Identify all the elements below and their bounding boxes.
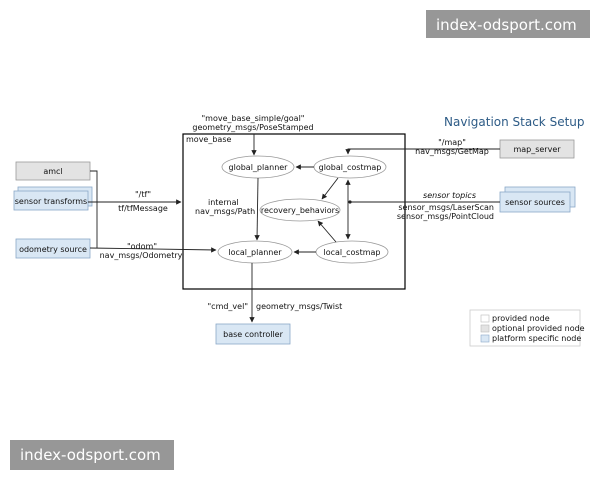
watermark-top: index-odsport.com xyxy=(426,10,590,38)
local-costmap-label: local_costmap xyxy=(323,248,380,257)
map-type-label: nav_msgs/GetMap xyxy=(415,147,489,156)
recovery-behaviors-label: recovery_behaviors xyxy=(261,206,339,215)
internal-label: internal xyxy=(208,198,239,207)
legend-provided-swatch xyxy=(480,314,490,323)
internal-type-label: nav_msgs/Path xyxy=(195,207,255,216)
legend-optional-label: optional provided node xyxy=(492,324,585,333)
amcl-label: amcl xyxy=(43,167,62,176)
legend-platform-swatch xyxy=(480,334,490,343)
tf-topic-label: "/tf" xyxy=(135,190,151,199)
sensor-junction-dot xyxy=(348,200,352,204)
local-planner-node xyxy=(217,240,293,264)
watermark-bottom: index-odsport.com xyxy=(10,440,174,470)
odometry-source-label: odometry source xyxy=(19,245,87,254)
goal-type-label: geometry_msgs/PoseStamped xyxy=(192,123,313,132)
local-planner-label: local_planner xyxy=(228,248,282,257)
cmd-vel-topic-label: "cmd_vel" xyxy=(207,302,248,311)
local-costmap-to-recovery-arrow xyxy=(317,220,337,243)
odom-topic-label: "odom" xyxy=(127,242,157,251)
global-costmap-label: global_costmap xyxy=(319,163,382,172)
tf-type-label: tf/tfMessage xyxy=(118,204,168,213)
legend-provided-label: provided node xyxy=(492,314,550,323)
cmd-vel-type-label: geometry_msgs/Twist xyxy=(256,302,342,311)
map-server-label: map_server xyxy=(513,145,561,154)
sensor-transforms-node xyxy=(13,190,89,211)
diagram-title: Navigation Stack Setup xyxy=(444,115,585,129)
global-planner-label: global_planner xyxy=(229,163,289,172)
amcl-link-line xyxy=(90,170,98,248)
sensor-transforms-label: sensor transforms xyxy=(15,197,87,206)
odometry-source-node xyxy=(15,238,91,259)
sensor-sources-label: sensor sources xyxy=(505,198,565,207)
recovery-behaviors-node xyxy=(259,198,341,222)
odom-type-label: nav_msgs/Odometry xyxy=(100,251,183,260)
costmap-to-recovery-arrow xyxy=(321,177,339,200)
move-base-label: move_base xyxy=(186,135,231,144)
base-controller-label: base controller xyxy=(223,330,283,339)
legend-platform-label: platform specific node xyxy=(492,334,581,343)
global-to-local-planner-arrow xyxy=(254,177,260,241)
legend-optional-swatch xyxy=(480,324,490,333)
goal-topic-label: "move_base_simple/goal" xyxy=(202,114,305,123)
laser-type-label: sensor_msgs/LaserScan xyxy=(398,203,494,212)
cloud-type-label: sensor_msgs/PointCloud xyxy=(397,212,494,221)
map-arrow xyxy=(345,148,500,155)
base-controller-node xyxy=(215,323,291,345)
sensor-topics-label: sensor topics xyxy=(423,191,476,200)
odom-arrow xyxy=(89,247,217,253)
map-topic-label: "/map" xyxy=(438,138,466,147)
